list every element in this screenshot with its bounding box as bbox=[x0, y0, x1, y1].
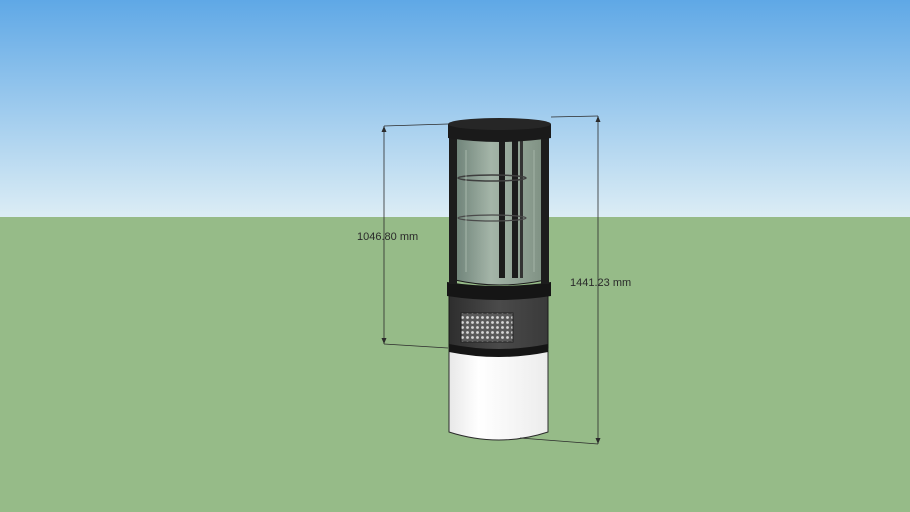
top-cap bbox=[448, 118, 551, 142]
compressor-section bbox=[447, 282, 551, 357]
shelf-middle bbox=[457, 214, 527, 222]
shelf-top bbox=[457, 174, 527, 182]
glass-display bbox=[449, 132, 549, 286]
dimension-upper-height[interactable] bbox=[381, 123, 449, 349]
total-height-label[interactable]: 1441.23 mm bbox=[570, 277, 632, 289]
dimension-total-height[interactable] bbox=[519, 115, 601, 445]
base-cylinder bbox=[448, 347, 549, 441]
upper-height-label[interactable]: 1046.80 mm bbox=[357, 231, 419, 243]
ventilation-grill bbox=[460, 312, 514, 343]
